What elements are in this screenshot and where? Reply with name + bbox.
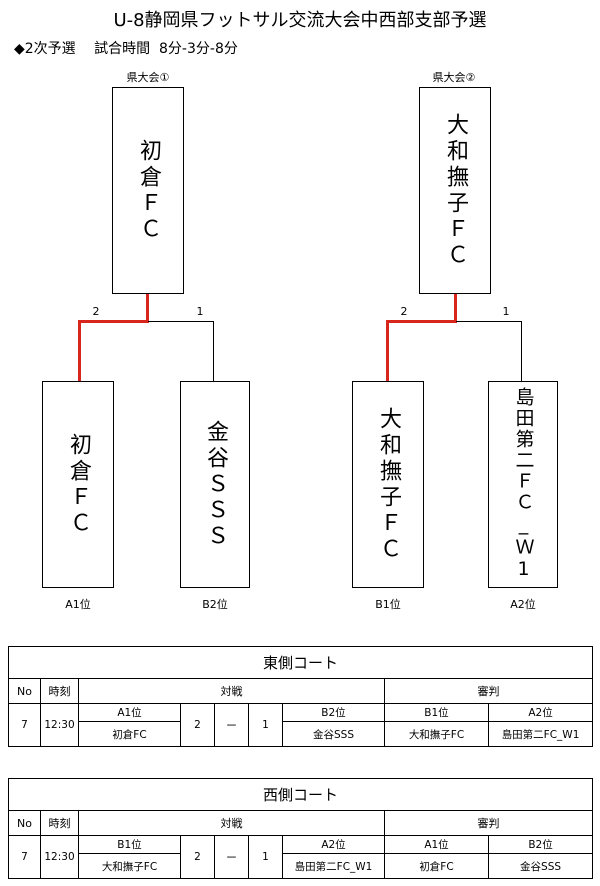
west-court-table: 西側コート No 時刻 対戦 審判 7 12:30 B1位 2 ー 1 A2位 … bbox=[7, 778, 594, 879]
west-team-2: 島田第二FC_W1 bbox=[282, 853, 385, 879]
east-match-time: 12:30 bbox=[40, 703, 79, 747]
bracket-1-top-label: 県大会① bbox=[126, 71, 170, 84]
bracket-1-left-seed: A1位 bbox=[65, 598, 91, 611]
east-ref-1: 大和撫子FC bbox=[384, 721, 489, 747]
bracket-2-right-team: 島田第二ＦＣ_Ｗ1 bbox=[512, 387, 535, 582]
bracket-1-winner-name: 初倉ＦＣ bbox=[136, 138, 161, 243]
west-ref-2: 金谷SSS bbox=[487, 853, 594, 879]
west-col-time: 時刻 bbox=[40, 810, 79, 836]
east-court-title: 東側コート bbox=[7, 646, 594, 679]
east-score-2: 1 bbox=[248, 703, 283, 747]
west-ref-seed-1: A1位 bbox=[384, 835, 489, 854]
bracket-1-left-bar bbox=[78, 320, 149, 323]
bracket-1-left-team-box: 初倉ＦＣ bbox=[42, 381, 114, 588]
west-seed-1: B1位 bbox=[78, 835, 181, 854]
bracket-2-right-drop bbox=[521, 321, 522, 381]
bracket-1-right-seed: B2位 bbox=[202, 598, 228, 611]
bracket-2-left-team-box: 大和撫子ＦＣ bbox=[352, 381, 424, 588]
bracket-1-left-drop bbox=[78, 320, 81, 381]
bracket-1-right-score: 1 bbox=[196, 305, 204, 318]
west-dash: ー bbox=[214, 835, 249, 879]
east-dash: ー bbox=[214, 703, 249, 747]
east-ref-seed-1: B1位 bbox=[384, 703, 489, 722]
west-col-referee: 審判 bbox=[383, 810, 594, 836]
east-score-1: 2 bbox=[180, 703, 215, 747]
bracket-2-winner-name: 大和撫子ＦＣ bbox=[443, 112, 468, 269]
west-score-2: 1 bbox=[248, 835, 283, 879]
bracket-2-left-drop bbox=[386, 320, 389, 381]
bracket-2-right-bar bbox=[456, 321, 522, 322]
bracket-2-right-team-box: 島田第二ＦＣ_Ｗ1 bbox=[488, 381, 558, 588]
east-col-no: No bbox=[8, 678, 41, 704]
bracket-1-left-score: 2 bbox=[92, 305, 100, 318]
east-col-referee: 審判 bbox=[383, 678, 594, 704]
bracket-2-left-seed: B1位 bbox=[375, 598, 401, 611]
bracket-2-left-score: 2 bbox=[400, 305, 408, 318]
east-court-table: 東側コート No 時刻 対戦 審判 7 12:30 A1位 2 ー 1 B2位 … bbox=[7, 646, 594, 747]
west-court-title: 西側コート bbox=[7, 778, 594, 811]
page-title: U-8静岡県フットサル交流大会中西部支部予選 bbox=[113, 10, 487, 31]
bracket-1-stem-line bbox=[146, 294, 149, 322]
bracket-2-right-score: 1 bbox=[502, 305, 510, 318]
bracket-1-right-bar bbox=[148, 321, 214, 322]
east-seed-2: B2位 bbox=[282, 703, 385, 722]
bracket-2-right-seed: A2位 bbox=[510, 598, 536, 611]
east-team-2: 金谷SSS bbox=[282, 721, 385, 747]
bracket-2-left-bar bbox=[386, 320, 457, 323]
bracket-1-right-team-box: 金谷ＳＳＳ bbox=[180, 381, 250, 588]
east-ref-2: 島田第二FC_W1 bbox=[487, 721, 594, 747]
bracket-1-right-team: 金谷ＳＳＳ bbox=[203, 419, 228, 550]
bracket-2-stem-line bbox=[454, 294, 457, 322]
bracket-1-right-drop bbox=[213, 321, 214, 381]
east-col-match: 対戦 bbox=[78, 678, 385, 704]
west-ref-1: 初倉FC bbox=[384, 853, 489, 879]
east-team-1: 初倉FC bbox=[78, 721, 181, 747]
east-seed-1: A1位 bbox=[78, 703, 181, 722]
west-ref-seed-2: B2位 bbox=[487, 835, 594, 854]
west-match-no: 7 bbox=[8, 835, 41, 879]
east-col-time: 時刻 bbox=[40, 678, 79, 704]
west-col-match: 対戦 bbox=[78, 810, 385, 836]
bracket-2-left-team: 大和撫子ＦＣ bbox=[376, 406, 401, 563]
bracket-2-top-label: 県大会② bbox=[432, 71, 476, 84]
east-ref-seed-2: A2位 bbox=[487, 703, 594, 722]
bracket-1-winner-box: 初倉ＦＣ bbox=[112, 87, 184, 294]
page-subtitle: ◆2次予選 試合時間 8分-3分-8分 bbox=[14, 41, 238, 57]
west-score-1: 2 bbox=[180, 835, 215, 879]
east-match-no: 7 bbox=[8, 703, 41, 747]
west-seed-2: A2位 bbox=[282, 835, 385, 854]
west-match-time: 12:30 bbox=[40, 835, 79, 879]
west-team-1: 大和撫子FC bbox=[78, 853, 181, 879]
west-col-no: No bbox=[8, 810, 41, 836]
bracket-1-left-team: 初倉ＦＣ bbox=[66, 432, 91, 537]
bracket-2-winner-box: 大和撫子ＦＣ bbox=[419, 87, 491, 294]
